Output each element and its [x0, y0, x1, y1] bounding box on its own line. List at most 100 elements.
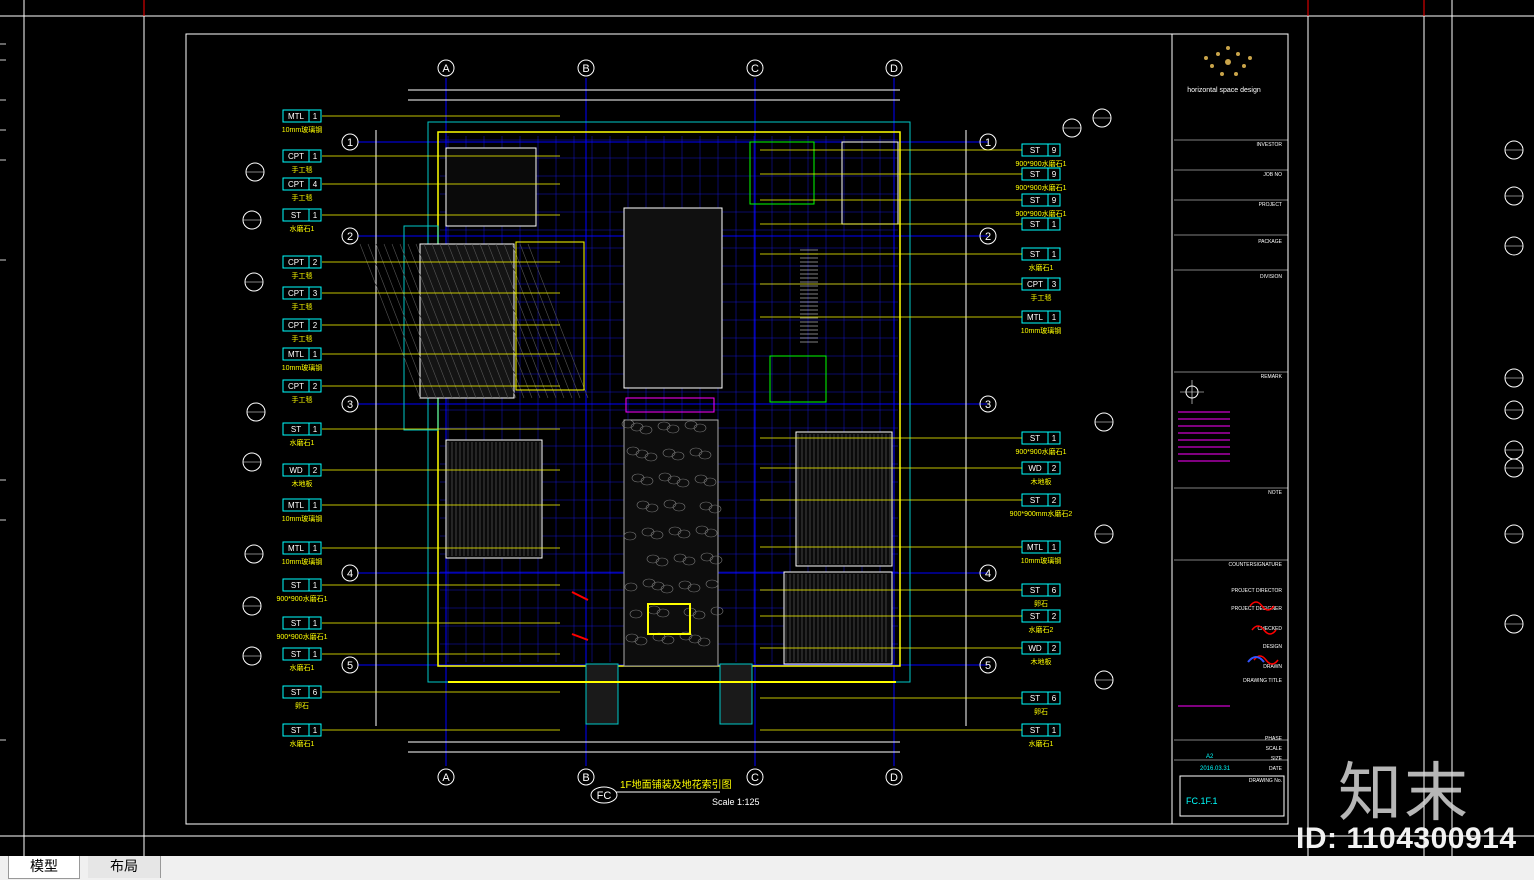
material-tag-note-left-13: 900*900水磨石1 [277, 594, 328, 603]
material-tag-box-left-13 [282, 578, 322, 592]
material-tag-note-right-8: 木地板 [1031, 477, 1052, 486]
entry-pier-left [585, 663, 619, 725]
material-tag-note-left-7: 10mm玻璃钢 [282, 363, 322, 372]
grid-label-left-3: 3 [347, 399, 353, 411]
title-block-label-2: PROJECT [1259, 202, 1282, 208]
red-marker-1 [571, 591, 589, 601]
pebble [650, 530, 664, 540]
material-tag-code-left-16: ST [291, 688, 301, 697]
company-logo-dot-4 [1220, 72, 1224, 76]
pebble [668, 526, 682, 536]
material-tag-note-right-12: 水磨石2 [1029, 625, 1054, 634]
signature-blue [1247, 656, 1265, 663]
grid-bubble-left-4 [341, 564, 359, 582]
magenta-threshold [625, 397, 715, 413]
material-tag-num-left-6: 2 [313, 321, 318, 330]
central-court-dark [623, 207, 723, 389]
material-tag-box-left-17 [282, 723, 322, 737]
material-tag-note-right-4: 水磨石1 [1029, 263, 1054, 272]
pebble [698, 450, 712, 460]
material-tag-code-left-7: MTL [288, 350, 305, 359]
material-tag-code-right-5: CPT [1027, 280, 1043, 289]
material-tag-note-right-15: 水磨石1 [1029, 739, 1054, 748]
watermark-logo: 知末 [1338, 757, 1470, 831]
room-west-hatch [419, 243, 515, 399]
tab-layout[interactable]: 布局 [88, 856, 161, 878]
pebble [656, 608, 670, 618]
material-tag-code-right-8: WD [1028, 464, 1042, 473]
hatch-line [407, 243, 469, 399]
grid-bubble-right-2 [979, 227, 997, 245]
pebble [662, 448, 676, 458]
grid-label-left-5: 5 [347, 660, 353, 672]
pebble [672, 502, 686, 512]
material-tag-code-left-6: CPT [288, 321, 304, 330]
pebble [673, 553, 687, 563]
hatch-line [519, 243, 581, 399]
title-block-label-8: PROJECT DIRECTOR [1231, 588, 1282, 594]
grid-bubble-top-A [437, 59, 455, 77]
pebble [640, 476, 654, 486]
title-block-label-0: INVESTOR [1257, 142, 1283, 148]
title-block-label-13: DRAWING TITLE [1243, 678, 1283, 684]
pebble [630, 422, 644, 432]
pebble [695, 525, 709, 535]
title-block-label-6: NOTE [1268, 490, 1283, 496]
pebble [697, 637, 711, 647]
material-tag-num-left-15: 1 [313, 650, 318, 659]
inner-drawing-border [185, 33, 1289, 825]
pebble [671, 451, 685, 461]
title-block-label-3: PACKAGE [1258, 239, 1282, 245]
material-tag-code-left-2: CPT [288, 180, 304, 189]
hatch-line [431, 243, 493, 399]
pebble [636, 500, 650, 510]
material-tag-code-left-11: MTL [288, 501, 305, 510]
pebble [660, 584, 674, 594]
material-tag-note-right-0: 900*900水磨石1 [1016, 159, 1067, 168]
material-tag-num-left-0: 1 [313, 112, 318, 121]
material-tag-note-left-16: 卵石 [295, 701, 309, 710]
material-tag-note-left-1: 手工毯 [292, 165, 313, 174]
material-tag-code-left-4: CPT [288, 258, 304, 267]
pebble [621, 419, 635, 429]
hatch-line [447, 243, 509, 399]
grid-bubble-right-3 [979, 395, 997, 413]
room-west-center [515, 241, 585, 391]
grid-label-bottom-B: B [582, 772, 589, 784]
material-tag-note-left-15: 水磨石1 [290, 663, 315, 672]
pebble [667, 475, 681, 485]
material-tag-code-right-0: ST [1030, 146, 1040, 155]
room-ne-wc [841, 141, 899, 225]
drawing-size: A2 [1206, 754, 1214, 760]
hatch-line [375, 243, 437, 399]
tab-model[interactable]: 模型 [8, 856, 80, 879]
material-tag-note-right-14: 卵石 [1034, 707, 1048, 716]
grid-bubble-top-C [746, 59, 764, 77]
material-tag-code-right-7: ST [1030, 434, 1040, 443]
material-tag-code-left-10: WD [289, 466, 303, 475]
pebble [655, 557, 669, 567]
material-tag-num-left-4: 2 [313, 258, 318, 267]
grid-bubble-right-5 [979, 656, 997, 674]
company-logo-dot-3 [1242, 64, 1246, 68]
title-block-label-15: SCALE [1266, 746, 1283, 752]
red-marker-2 [571, 633, 589, 641]
material-tag-num-right-12: 2 [1052, 612, 1057, 621]
pebble [639, 425, 653, 435]
grid-label-bottom-D: D [890, 772, 898, 784]
grid-label-right-3: 3 [985, 399, 991, 411]
grid-bubble-left-5 [341, 656, 359, 674]
material-tag-num-right-10: 1 [1052, 543, 1057, 552]
grid-label-top-C: C [751, 63, 759, 75]
hatch-line [423, 243, 485, 399]
hatch-line [367, 243, 429, 399]
title-block-label-12: DRAWN [1263, 664, 1282, 670]
material-tag-num-right-2: 9 [1052, 196, 1057, 205]
drawing-title: 1F地面铺装及地花索引图 [620, 778, 732, 791]
grid-label-left-2: 2 [347, 231, 353, 243]
pebble [678, 580, 692, 590]
pebble [705, 579, 719, 589]
material-tag-note-right-13: 木地板 [1031, 657, 1052, 666]
grid-bubble-bottom-B [577, 768, 595, 786]
